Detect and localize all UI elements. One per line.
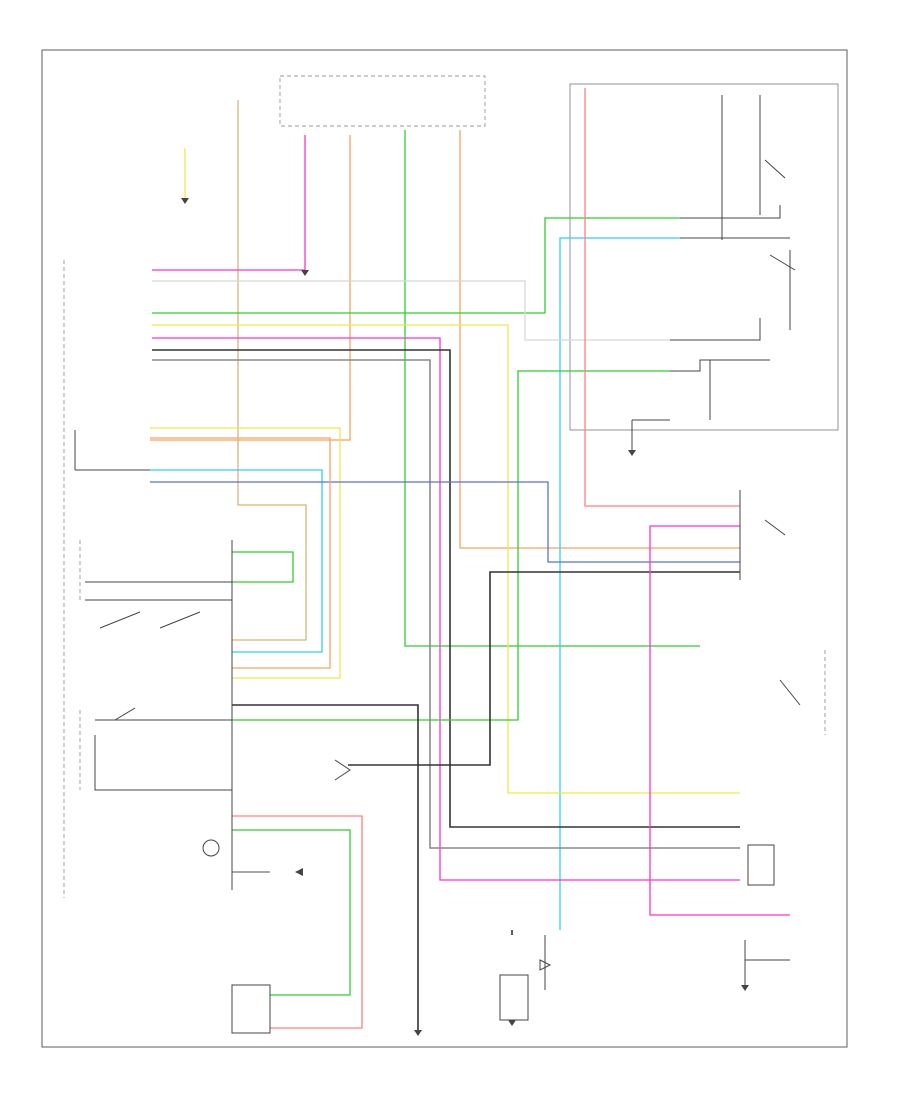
yellow-wire-mcp bbox=[150, 427, 341, 679]
ground-icon bbox=[181, 198, 189, 204]
green-wire-loop-a bbox=[232, 551, 294, 583]
ground-icon bbox=[301, 270, 309, 276]
hvac-control-module-box bbox=[569, 83, 839, 431]
blower-resistor-icon bbox=[334, 759, 351, 781]
ground-icon bbox=[628, 450, 636, 456]
red-wire-lower bbox=[232, 815, 363, 1029]
compressor-clutch-icon bbox=[499, 974, 529, 1021]
pink-wire-right bbox=[649, 525, 790, 916]
white-wire-upper bbox=[152, 280, 670, 341]
blower-motor-icon bbox=[202, 839, 220, 857]
relay-switch-icon bbox=[764, 159, 801, 706]
blue-wire-mcp bbox=[150, 481, 740, 563]
mode-switch-icon bbox=[99, 611, 201, 721]
module-internal-lines bbox=[74, 95, 791, 985]
ground-icon bbox=[741, 985, 749, 991]
green-wire-lower bbox=[232, 829, 351, 996]
ground-symbols bbox=[181, 198, 749, 1036]
orange-wire-right bbox=[459, 130, 740, 549]
gray-wire-mid bbox=[152, 359, 740, 849]
tan-wire bbox=[232, 100, 307, 641]
orange-wire-top bbox=[150, 135, 351, 441]
red-wire-right bbox=[584, 88, 740, 507]
pressure-sensor-icon bbox=[747, 844, 775, 886]
yellow-wire-upper bbox=[152, 324, 740, 794]
wire-group bbox=[150, 88, 790, 1030]
lightblue-wire-mcp bbox=[150, 469, 323, 653]
ground-icon bbox=[414, 1030, 422, 1036]
diagram-frame bbox=[41, 49, 848, 1048]
pink-wire-top bbox=[152, 135, 306, 271]
green-wire-upper bbox=[152, 217, 680, 314]
ground-icon bbox=[295, 868, 303, 876]
black-wire-hvac bbox=[232, 704, 419, 1030]
temperature-actuator-icon bbox=[231, 984, 271, 1034]
diode-icon bbox=[539, 935, 552, 990]
black-wire-blower bbox=[348, 571, 740, 766]
orange-wire-mcp bbox=[150, 437, 331, 669]
pink-wire-mid bbox=[152, 337, 740, 881]
top-connector-outline bbox=[279, 75, 486, 127]
switch-contacts bbox=[99, 159, 801, 1034]
green-wire-right bbox=[232, 370, 670, 721]
green-wire-top bbox=[404, 130, 700, 647]
black-wire-mid bbox=[152, 349, 740, 828]
lightblue-wire-main bbox=[559, 237, 680, 930]
ground-icon bbox=[508, 1020, 516, 1026]
